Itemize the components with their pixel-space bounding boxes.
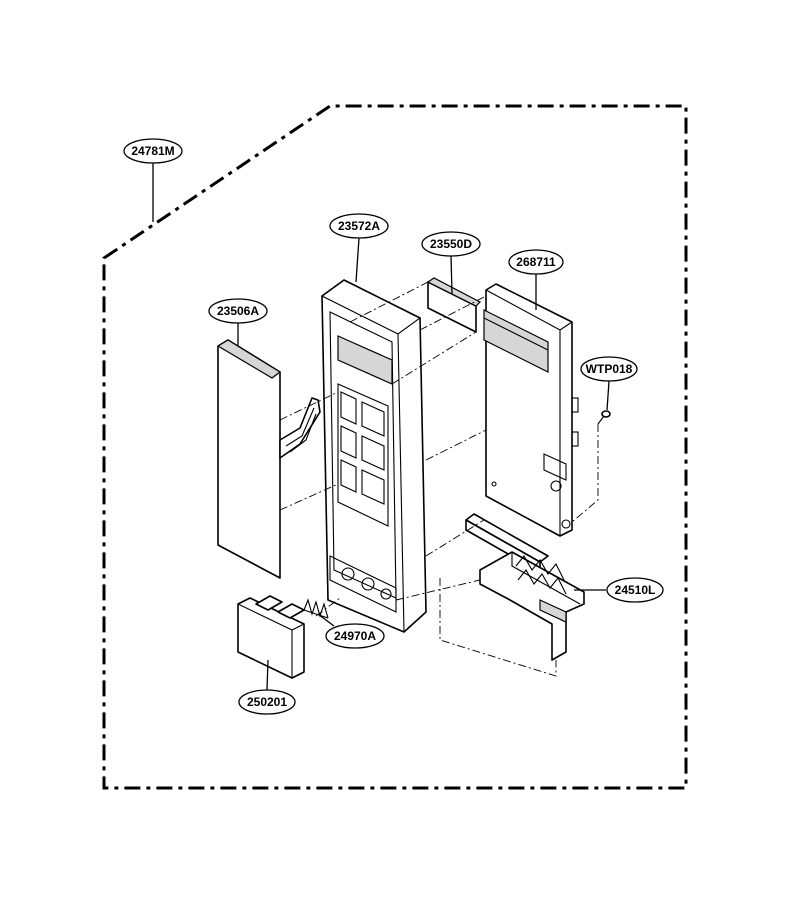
callout-label-latch-lever: 24510L [615, 583, 656, 597]
callout-membrane: 23506A [208, 298, 268, 346]
spring-part [303, 598, 329, 619]
pcb-part [483, 283, 579, 537]
door-button-part [237, 595, 305, 679]
latch-lever-part [465, 513, 585, 661]
callout-label-screw: WTP018 [586, 362, 633, 376]
callout-label-membrane: 23506A [217, 304, 259, 318]
callout-display-window: 23550D [421, 231, 481, 295]
display-window-part [426, 277, 482, 333]
membrane-switch-part [216, 339, 321, 579]
callout-label-front-panel: 23572A [338, 219, 380, 233]
callout-spring: 24970A [317, 613, 385, 649]
callout-screw: WTP018 [580, 356, 638, 411]
assembly-boundary [102, 104, 688, 790]
callout-label-spring: 24970A [334, 629, 376, 643]
callout-pcb: 268711 [508, 249, 564, 310]
callout-label-door-button: 250201 [247, 695, 287, 709]
assembly-guide-lines [279, 281, 599, 677]
callout-latch-lever: 24510L [574, 577, 664, 603]
callout-door-button: 250201 [238, 659, 296, 715]
callout-label-frame: 24781M [131, 144, 174, 158]
callout-frame: 24781M [123, 138, 183, 222]
front-panel-part [320, 279, 427, 633]
callout-front-panel: 23572A [329, 213, 389, 283]
callout-label-pcb: 268711 [516, 255, 556, 269]
callout-label-display-window: 23550D [430, 237, 472, 251]
screw-part [597, 410, 611, 425]
